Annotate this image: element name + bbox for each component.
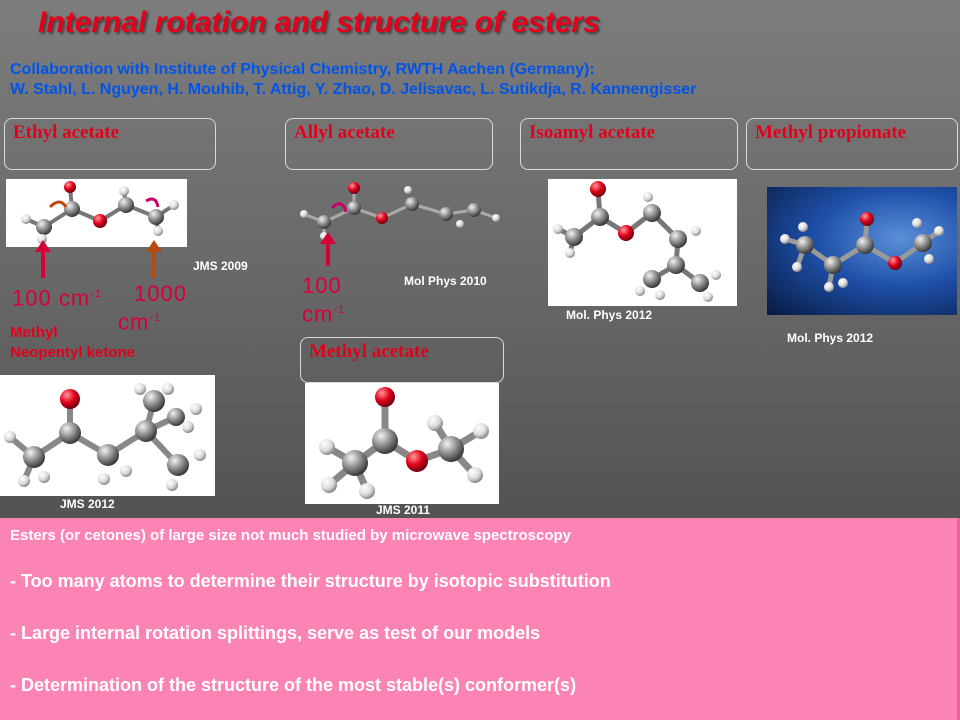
up-arrow-icon (35, 240, 51, 278)
methyl-acetate-reference: JMS 2011 (376, 503, 431, 517)
collaboration-line-2: W. Stahl, L. Nguyen, H. Mouhib, T. Attig… (10, 81, 697, 98)
barrier-value: 1000 (134, 281, 187, 306)
barrier-value: 100 cm (12, 285, 91, 311)
barrier-pointer-arrows (35, 240, 162, 278)
ball-and-stick-molecule-icon (780, 212, 944, 292)
barrier-label-allyl: 100 cm-1 (302, 274, 345, 326)
barrier-label-100: 100 cm-1 (12, 282, 102, 310)
ethyl-acetate-label: Ethyl acetate (4, 118, 216, 170)
barrier-label-1000: 1000 cm-1 (118, 281, 187, 334)
rotation-arrow-icon (145, 197, 160, 208)
rotation-arrow-icon (48, 200, 68, 209)
barrier-unit-exponent: -1 (90, 288, 102, 300)
mnk-label-line-2: Neopentyl ketone (10, 344, 136, 361)
ball-and-stick-molecule-icon (21, 181, 179, 244)
methyl-neopentyl-ketone-label: Methyl Neopentyl ketone (10, 323, 135, 363)
allyl-acetate-reference: Mol Phys 2010 (404, 274, 487, 288)
isoamyl-acetate-image (548, 179, 737, 306)
methyl-propionate-reference: Mol. Phys 2012 (787, 331, 874, 345)
summary-intro: Esters (or cetones) of large size not mu… (10, 527, 571, 544)
ball-and-stick-molecule-icon (4, 383, 206, 491)
methyl-propionate-image (767, 187, 957, 315)
up-arrow-icon (146, 240, 162, 278)
methyl-acetate-label: Methyl acetate (300, 337, 504, 383)
isoamyl-acetate-reference: Mol. Phys 2012 (566, 308, 653, 322)
barrier-unit: cm-1 (302, 301, 346, 327)
barrier-value: 100 (302, 273, 342, 298)
ethyl-acetate-image (6, 179, 187, 247)
slide-title: Internal rotation and structure of ester… (38, 6, 600, 39)
methyl-propionate-label: Methyl propionate (746, 118, 958, 170)
ethyl-acetate-reference: JMS 2009 (193, 259, 248, 273)
summary-panel: Esters (or cetones) of large size not mu… (0, 518, 960, 720)
ball-and-stick-molecule-icon (319, 387, 489, 499)
methyl-acetate-image (305, 383, 499, 504)
summary-bullet: - Determination of the structure of the … (10, 675, 577, 695)
ball-and-stick-molecule-icon (300, 182, 500, 240)
barrier-unit: cm-1 (118, 309, 162, 335)
methyl-neopentyl-ketone-reference: JMS 2012 (60, 497, 115, 511)
methyl-neopentyl-ketone-image (0, 375, 215, 496)
rotation-arrow-icon (330, 202, 348, 213)
allyl-acetate-label: Allyl acetate (285, 118, 493, 170)
allyl-acetate-image (290, 178, 505, 242)
summary-bullet: - Large internal rotation splittings, se… (10, 623, 541, 643)
ball-and-stick-molecule-icon (553, 181, 721, 302)
collaboration-text: Collaboration with Institute of Physical… (10, 60, 696, 100)
collaboration-line-1: Collaboration with Institute of Physical… (10, 61, 595, 78)
mnk-label-line-1: Methyl (10, 324, 58, 341)
isoamyl-acetate-label: Isoamyl acetate (520, 118, 738, 170)
up-arrow-icon (320, 232, 336, 266)
summary-bullet: - Too many atoms to determine their stru… (10, 571, 611, 591)
